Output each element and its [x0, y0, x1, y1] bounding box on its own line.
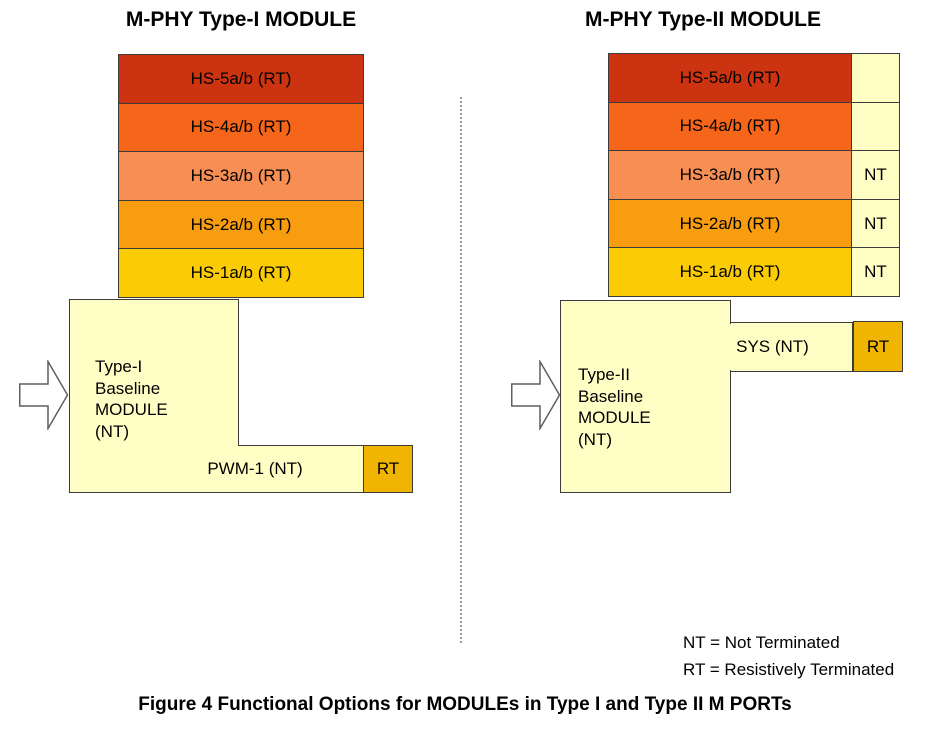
- left-bar-hs1: HS-1a/b (RT): [118, 248, 364, 298]
- right-side-cell-hs4: [851, 101, 900, 152]
- right-side-cell-hs5: [851, 53, 900, 103]
- left-module-label: Type-I Baseline MODULE (NT): [95, 356, 168, 442]
- left-bar-hs5-label: HS-5a/b (RT): [190, 68, 292, 88]
- left-bar-hs5: HS-5a/b (RT): [118, 54, 364, 104]
- left-rate-bar-stack: HS-5a/b (RT) HS-4a/b (RT) HS-3a/b (RT) H…: [118, 54, 364, 298]
- left-baseline-module-strip: [238, 445, 364, 493]
- right-bar-hs1: HS-1a/b (RT): [608, 247, 852, 297]
- left-rt-terminator-label: RT: [376, 459, 400, 478]
- right-bar-hs2: HS-2a/b (RT): [608, 198, 852, 249]
- left-rt-terminator-box: RT: [363, 445, 413, 493]
- right-module-label-line2: Baseline: [578, 386, 644, 406]
- right-bar-hs5: HS-5a/b (RT): [608, 53, 852, 103]
- left-bar-hs2-label: HS-2a/b (RT): [190, 214, 292, 234]
- left-input-arrow-icon: [19, 360, 69, 430]
- left-bar-hs1-label: HS-1a/b (RT): [190, 263, 292, 283]
- left-module-title: M-PHY Type-I MODULE: [125, 8, 357, 31]
- left-module-label-line1: Type-I: [95, 357, 143, 376]
- right-rate-bar-stack: HS-5a/b (RT) HS-4a/b (RT) HS-3a/b (RT) H…: [608, 53, 852, 297]
- right-side-cell-hs3: NT: [851, 150, 900, 200]
- right-side-cell-hs2: NT: [851, 198, 900, 249]
- right-bar-hs3-label: HS-3a/b (RT): [679, 164, 781, 184]
- figure-caption: Figure 4 Functional Options for MODULEs …: [138, 694, 792, 715]
- right-side-cell-hs1-label: NT: [864, 262, 887, 282]
- right-input-arrow-icon: [511, 360, 561, 430]
- left-module-seam-patch: [237, 446, 241, 492]
- legend-nt-line: NT = Not Terminated: [683, 633, 840, 652]
- right-module-label: Type-II Baseline MODULE (NT): [578, 364, 651, 450]
- left-bar-hs2: HS-2a/b (RT): [118, 199, 364, 250]
- right-baseline-module-body: [560, 300, 731, 493]
- right-rt-terminator-box: RT: [853, 321, 903, 372]
- right-bar-hs5-label: HS-5a/b (RT): [679, 67, 781, 87]
- legend: NT = Not Terminated RT = Resistively Ter…: [683, 629, 894, 683]
- right-bar-hs3: HS-3a/b (RT): [608, 150, 852, 200]
- right-side-cell-hs1: NT: [851, 247, 900, 297]
- left-bar-hs3: HS-3a/b (RT): [118, 151, 364, 201]
- right-sys-label: SYS (NT): [736, 337, 809, 356]
- right-bar-hs4: HS-4a/b (RT): [608, 101, 852, 152]
- right-termination-column: NT NT NT: [851, 53, 900, 297]
- right-side-cell-hs3-label: NT: [864, 164, 887, 184]
- right-rt-terminator-label: RT: [866, 336, 890, 356]
- right-bar-hs1-label: HS-1a/b (RT): [679, 262, 781, 282]
- right-module-label-line1: Type-II: [578, 365, 630, 384]
- left-module-label-line3: MODULE: [95, 400, 168, 419]
- right-bar-hs2-label: HS-2a/b (RT): [679, 213, 781, 233]
- right-side-cell-hs2-label: NT: [864, 213, 887, 233]
- left-module-label-line4: (NT): [95, 421, 129, 441]
- left-bar-hs4: HS-4a/b (RT): [118, 102, 364, 153]
- left-module-label-line2: Baseline: [95, 378, 161, 398]
- right-bar-hs4-label: HS-4a/b (RT): [679, 116, 781, 136]
- right-module-seam-patch: [729, 324, 733, 370]
- center-dotted-divider: [460, 97, 462, 643]
- left-bar-hs4-label: HS-4a/b (RT): [190, 117, 292, 137]
- left-baseline-module-body: [69, 299, 239, 493]
- right-module-title: M-PHY Type-II MODULE: [584, 8, 822, 31]
- right-module-label-line4: (NT): [578, 429, 612, 449]
- left-pwm-label: PWM-1 (NT): [207, 459, 303, 478]
- right-module-label-line3: MODULE: [578, 408, 651, 427]
- legend-rt-line: RT = Resistively Terminated: [683, 660, 895, 679]
- left-bar-hs3-label: HS-3a/b (RT): [190, 165, 292, 185]
